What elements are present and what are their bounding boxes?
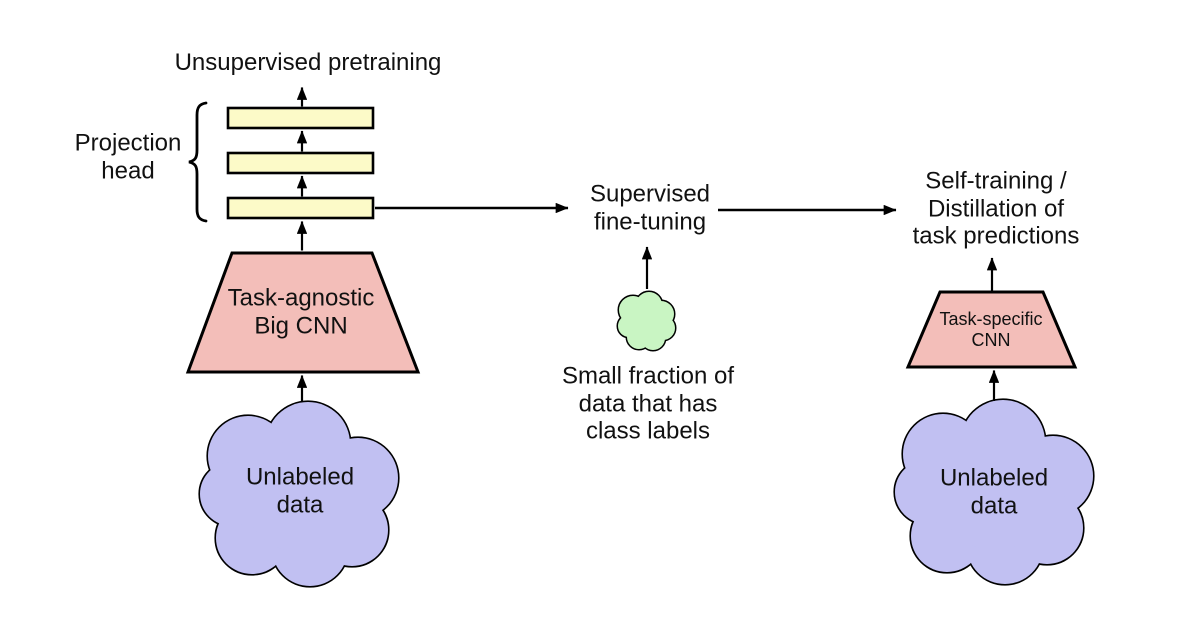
unlabeled-data-right-label: Unlabeled data xyxy=(939,464,1049,519)
projection-head-brace xyxy=(188,101,208,223)
task-agnostic-cnn-trapezoid xyxy=(185,251,421,374)
projection-layer-3 xyxy=(226,106,375,130)
projection-head-label: Projection head xyxy=(74,129,182,184)
unsupervised-pretraining-title: Unsupervised pretraining xyxy=(174,49,442,77)
unlabeled-data-left-label: Unlabeled data xyxy=(245,463,355,518)
supervised-finetuning-title: Supervised fine-tuning xyxy=(589,180,711,235)
self-training-distillation-title: Self-training / Distillation of task pre… xyxy=(912,167,1080,250)
projection-layer-2 xyxy=(226,151,375,175)
task-specific-cnn-label: Task-specific CNN xyxy=(939,308,1043,350)
small-fraction-data-label: Small fraction of data that has class la… xyxy=(561,362,735,445)
projection-layer-1 xyxy=(226,196,375,220)
task-specific-cnn-trapezoid xyxy=(905,290,1078,369)
labeled-data-cloud xyxy=(616,290,677,352)
task-agnostic-cnn-label: Task-agnostic Big CNN xyxy=(227,284,375,339)
